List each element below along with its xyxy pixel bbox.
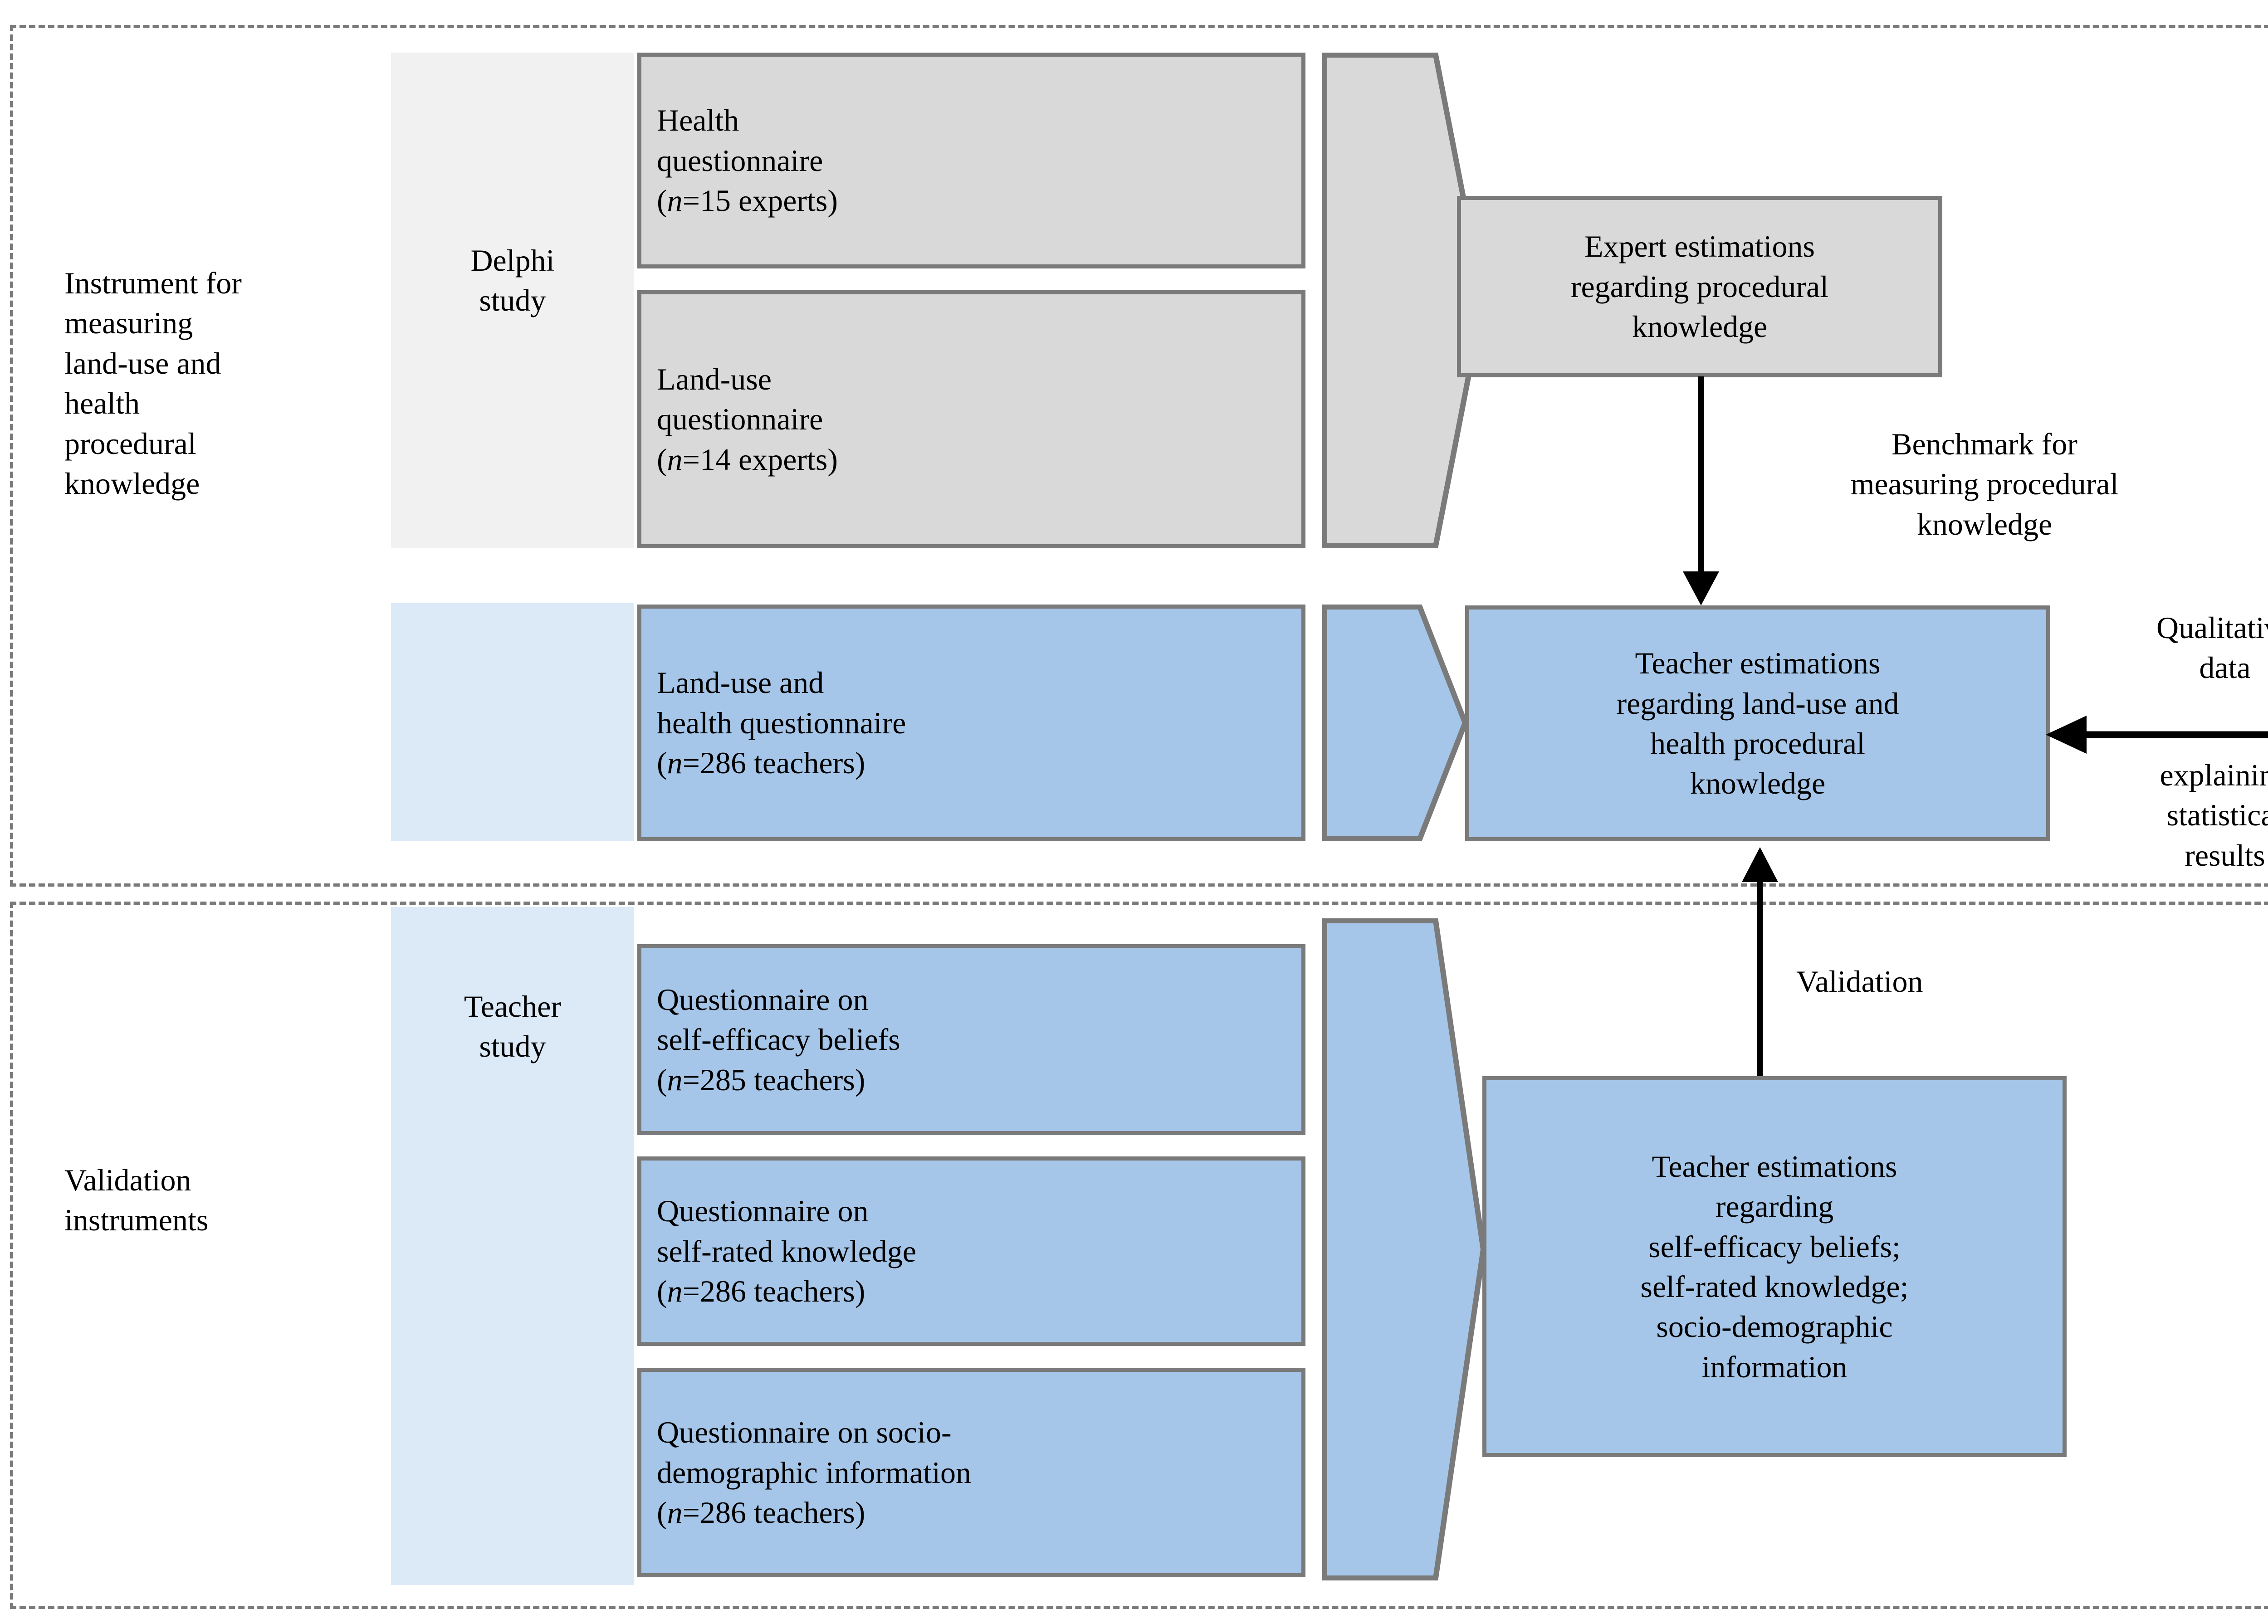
arrow-expert-to-teacher-estimations (1660, 376, 1742, 608)
box-questionnaire-socio-demographic[interactable]: Questionnaire on socio-demographic infor… (637, 1368, 1305, 1577)
section-frame-instrument (10, 25, 2268, 887)
box-expert-estimations-text: Expert estimations regarding procedural … (1570, 229, 1829, 344)
box-teacher-estimations-validation[interactable]: Teacher estimations regarding self-effic… (1482, 1076, 2067, 1457)
band-teacher-study-middle (391, 603, 634, 841)
arrow-validation (1719, 839, 1801, 1079)
arrow-qualitative-data (2037, 707, 2268, 762)
chevron-teacher-to-estimations (1322, 605, 1467, 841)
box-teacher-estimations-procedural-text: Teacher estimations regarding land-use a… (1616, 646, 1899, 801)
edge-label-qualitative-data-bottom: explaining statistical results (2160, 758, 2268, 873)
section-label-validation: Validation instruments (64, 1163, 209, 1238)
section-frame-validation (10, 902, 2268, 1609)
edge-label-qualitative-data-top: Qualitative data (2156, 610, 2268, 685)
box-questionnaire-socio-demographic-text: Questionnaire on socio-demographic infor… (657, 1415, 972, 1530)
chevron-delphi-to-expert (1322, 53, 1486, 548)
section-label-instrument: Instrument for measuring land-use and he… (64, 266, 242, 501)
band-delphi-study (391, 53, 634, 548)
edge-label-validation: Validation (1796, 964, 1923, 999)
box-teacher-estimations-procedural[interactable]: Teacher estimations regarding land-use a… (1465, 605, 2050, 841)
band-label-delphi-study: Delphi study (470, 243, 555, 318)
box-teacher-estimations-validation-text: Teacher estimations regarding self-effic… (1640, 1149, 1909, 1384)
box-expert-estimations[interactable]: Expert estimations regarding procedural … (1457, 196, 1942, 377)
chevron-teacher-study-to-validation (1322, 918, 1486, 1580)
edge-label-benchmark: Benchmark for measuring procedural knowl… (1850, 427, 2119, 541)
band-label-teacher-study: Teacher study (464, 989, 562, 1064)
band-teacher-study-bottom (391, 907, 634, 1585)
